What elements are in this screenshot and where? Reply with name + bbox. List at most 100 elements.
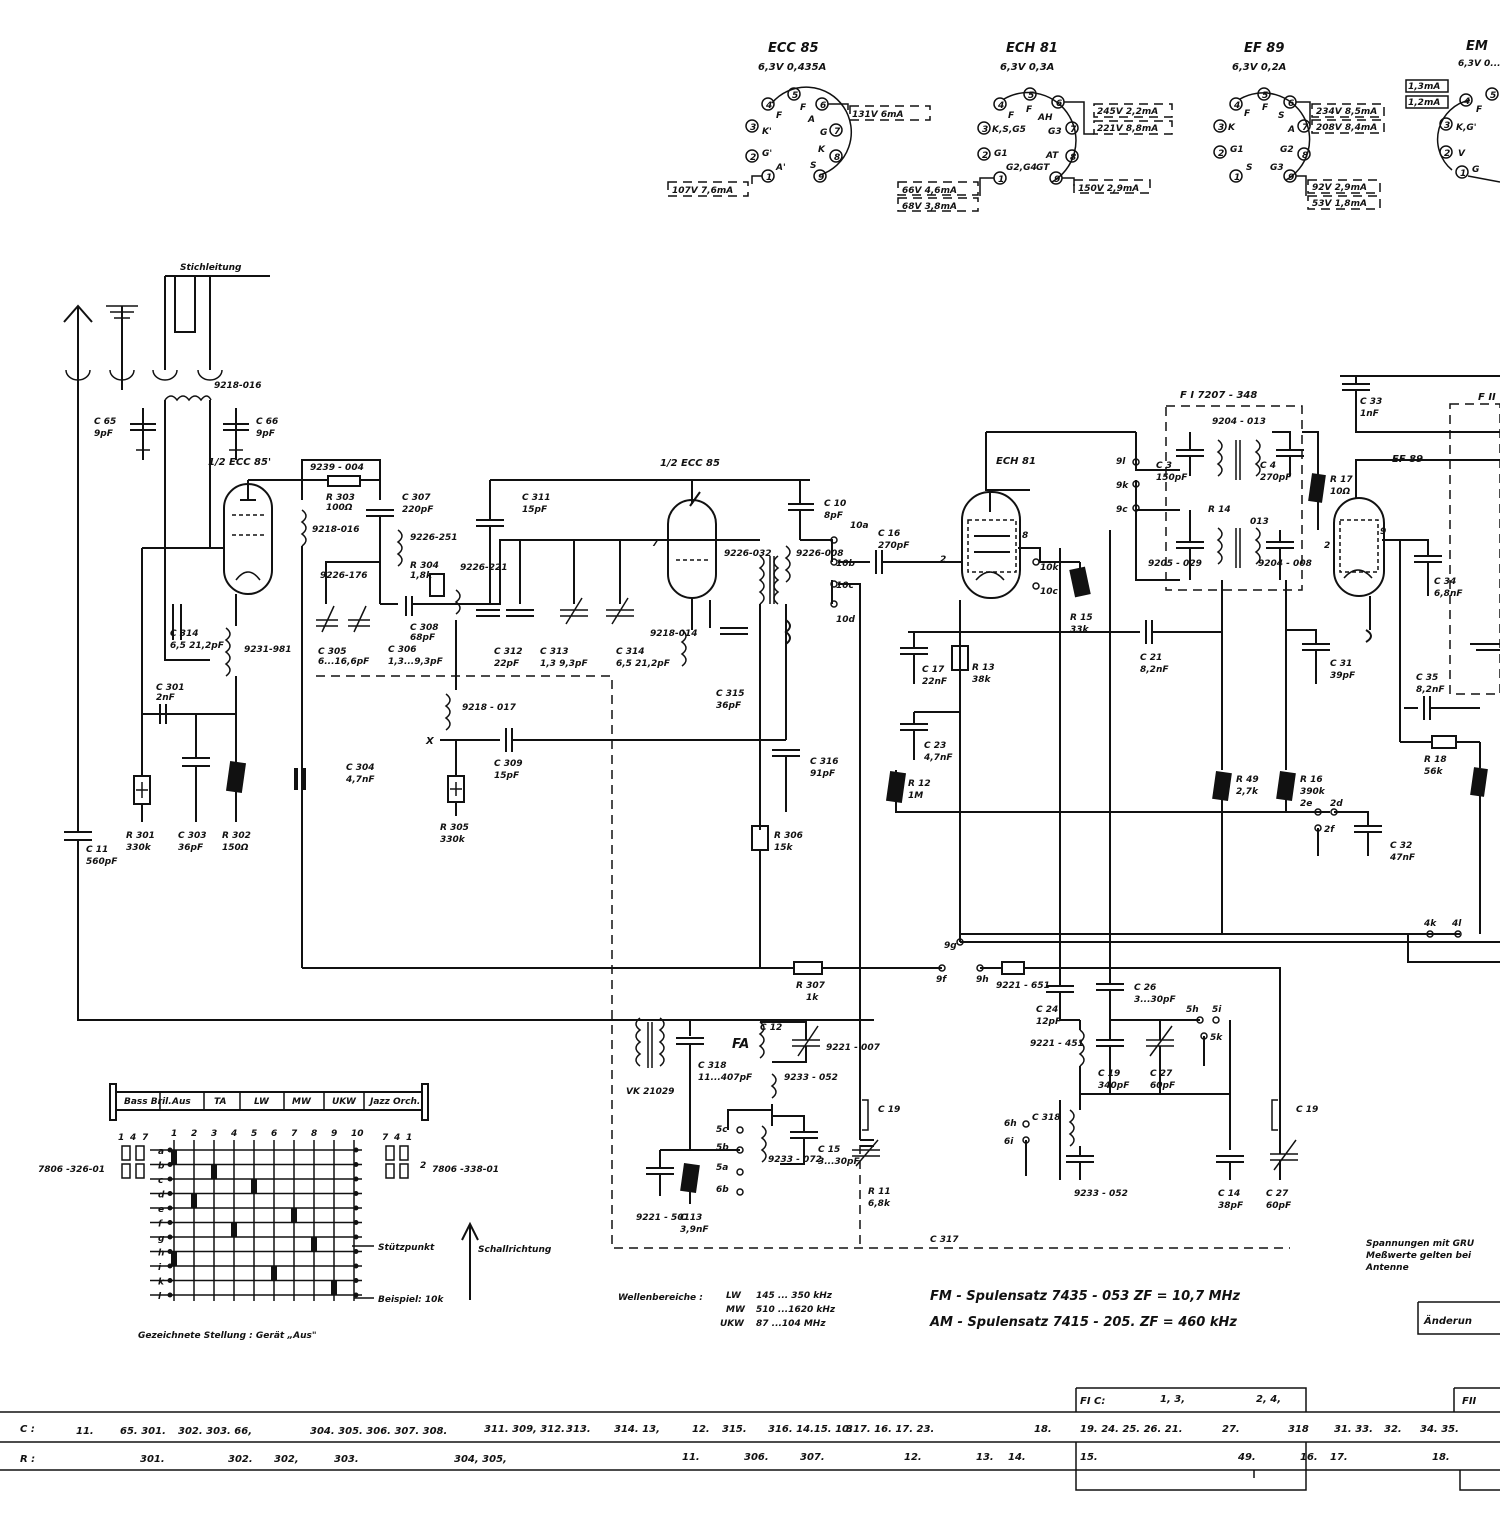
pin-number: 3 (1444, 121, 1450, 131)
tube-name: EF 89 (1244, 41, 1284, 56)
cap-label: C 65 (94, 417, 116, 427)
pin-number: 4 (1463, 97, 1470, 107)
pin-number: 5 (1262, 91, 1268, 101)
res-label: C 13 (680, 1213, 702, 1223)
res-label: R 307 (796, 981, 826, 991)
svg-text:2d: 2d (1330, 799, 1343, 809)
note-line: Antenne (1365, 1263, 1409, 1273)
pin-number: 1 (1460, 169, 1466, 179)
tube-label: 1/2 ECC 85' (208, 457, 271, 468)
res-value: 150Ω (222, 843, 249, 853)
pin-number: 3 (1218, 123, 1224, 133)
cap-label: C 303 (178, 831, 207, 841)
res-value: 3,9nF (680, 1225, 709, 1235)
voltage-note: 92V 2,9mA (1312, 183, 1367, 193)
cap-label: C 312 (494, 647, 523, 657)
coil-label: C 12 (760, 1023, 782, 1033)
cap-label: C 19 (1098, 1069, 1120, 1079)
cap-label: C 301 (156, 683, 185, 693)
c-value: 314. 13, (614, 1424, 660, 1435)
cap-label: C 11 (86, 845, 108, 855)
cap-label: 9221 - 007 (826, 1043, 881, 1053)
svg-text:2: 2 (1324, 541, 1330, 551)
pin-label: F (1476, 105, 1483, 115)
measurement-notes: Spannungen mit GRU Meßwerte gelten bei A… (1365, 1239, 1500, 1335)
svg-text:9c: 9c (1116, 505, 1128, 515)
res-label: R 13 (972, 663, 995, 673)
c-value: 313. (566, 1424, 591, 1435)
cap-value: 22nF (922, 677, 948, 687)
cap-label: R 11 (868, 1187, 891, 1197)
res-label: R 301 (126, 831, 155, 841)
cap-value: 38pF (1218, 1201, 1244, 1211)
switch-row-letter: k (158, 1278, 165, 1288)
switch-row-letter: e (158, 1205, 164, 1215)
switch-column-number: 9 (331, 1129, 337, 1139)
switch-row-letter: l (158, 1292, 162, 1302)
pin-label: G3 (1270, 163, 1284, 173)
pin-number: 7 (1070, 125, 1077, 135)
voltage-note: 53V 1,8mA (1312, 199, 1367, 209)
pin-label: K,G' (1456, 123, 1477, 133)
parts-table: FI C: 1, 3, 2, 4, FII C : R : 11. 65. 30… (0, 1387, 1500, 1491)
r-row-label: R : (20, 1454, 35, 1465)
band-range: 87 ...104 MHz (756, 1319, 826, 1329)
pin-number: 4 (765, 101, 772, 111)
switch-button: UKW (332, 1097, 357, 1107)
res-label: R 18 (1424, 755, 1447, 765)
pushbutton-switch-matrix: Bass Bril. Aus TA LW MW UKW Jazz Orch. 1… (38, 1083, 552, 1341)
svg-text:013: 013 (1250, 517, 1269, 527)
pin-label: AT (1045, 151, 1059, 161)
coil-label: 9233 - 052 (784, 1073, 838, 1083)
c-value: 11. (76, 1426, 94, 1437)
pin-label: AH (1037, 113, 1053, 123)
cap-label: C 314 (170, 629, 199, 639)
r-value: 11. (682, 1452, 700, 1463)
pin-number: 8 (1302, 151, 1308, 161)
band-range: 510 ...1620 kHz (756, 1305, 836, 1315)
pin-number: 2 (1218, 149, 1224, 159)
pin-label: G1 (994, 149, 1008, 159)
pin-label: V (1458, 149, 1466, 159)
cap-value: 68pF (410, 633, 436, 643)
res-label: R 49 (1236, 775, 1259, 785)
cap-value: 4,7nF (345, 775, 375, 785)
pin-label: G (1472, 165, 1479, 175)
voltage-note: 1,3mA (1408, 82, 1440, 92)
ef89-stage: C 33 1nF R 17 10Ω EF 89 2 9 C 34 6,8nF C… (1308, 375, 1500, 963)
pin-label: F (1008, 111, 1015, 121)
change-label: Änderun (1423, 1313, 1472, 1327)
switch-button: MW (292, 1097, 312, 1107)
svg-text:9: 9 (1380, 527, 1386, 537)
cap-label: C 4 (1260, 461, 1276, 471)
pin-label: G1 (1230, 145, 1244, 155)
r-value: 307. (800, 1452, 825, 1463)
cap-label: C 304 (346, 763, 375, 773)
res-value: 38k (972, 675, 992, 685)
pin-number: 4 (997, 101, 1004, 111)
pin-number: 3 (750, 123, 756, 133)
fi-value: 2, 4, (1256, 1394, 1281, 1405)
pin-number: 7 (834, 127, 841, 137)
cap-value: 1,3 9,3pF (540, 659, 588, 669)
fi-label: FI C: (1080, 1396, 1105, 1407)
cap-label: C 3 (1156, 461, 1172, 471)
r-value: 49. (1237, 1452, 1256, 1463)
svg-text:10c: 10c (1040, 587, 1059, 597)
res-value: 1M (908, 791, 923, 801)
svg-text:5h: 5h (1186, 1005, 1199, 1015)
svg-text:5i: 5i (1212, 1005, 1222, 1015)
cap-value: 220pF (402, 505, 434, 515)
band-range: 145 ... 350 kHz (756, 1291, 833, 1301)
pin-number: 5 (1028, 91, 1034, 101)
terminals-10 (830, 536, 838, 608)
c-value: 316. 14.15. 10. (768, 1424, 853, 1435)
cap-value: 36pF (716, 701, 742, 711)
res-label: R 12 (908, 779, 931, 789)
pin-number: 1 (1234, 173, 1240, 183)
pin-label: A (1287, 125, 1295, 135)
c-value: 317. 16. 17. 23. (846, 1424, 934, 1435)
pin-number: 6 (1056, 99, 1062, 109)
pin-label: A (807, 115, 815, 125)
pin-number: 1 (766, 173, 772, 183)
